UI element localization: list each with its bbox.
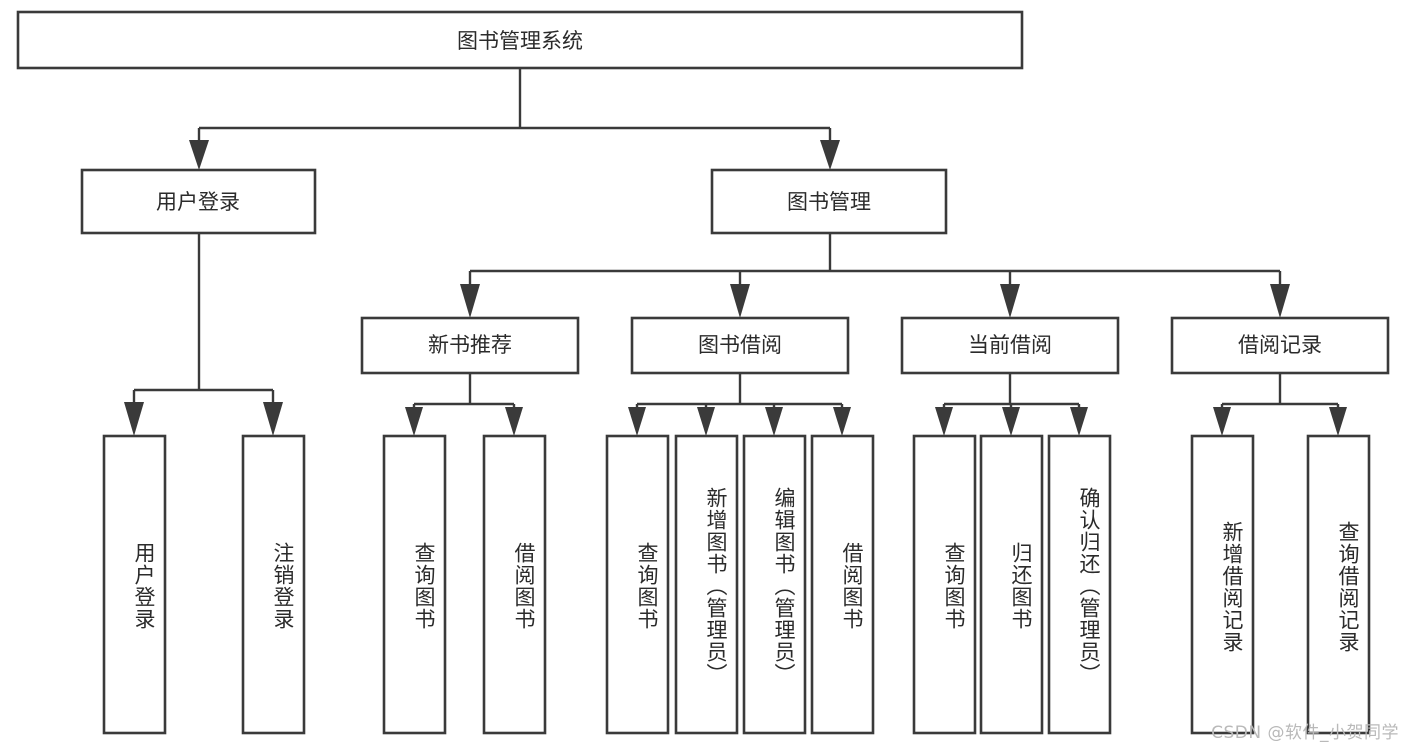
arrowhead-book-borrow — [730, 284, 750, 318]
arrowhead-user-login — [189, 140, 209, 170]
arrowhead-cb-query — [935, 407, 953, 436]
leaf-br-query-box[interactable] — [1306, 434, 1371, 735]
arrowhead-leaf-user-login — [124, 402, 144, 436]
csdn-watermark: CSDN @软件_小贺同学 — [1211, 723, 1399, 743]
node-new-book[interactable]: 新书推荐 — [360, 316, 580, 375]
node-new-book-box[interactable] — [360, 316, 580, 375]
node-current-borrow[interactable]: 当前借阅 — [900, 316, 1120, 375]
node-root[interactable]: 图书管理系统 — [16, 10, 1024, 70]
arrowhead-nb-query — [405, 407, 423, 436]
node-root-label: 图书管理系统 — [457, 29, 583, 53]
arrowhead-bb-add — [697, 407, 715, 436]
node-book-manage-box[interactable] — [710, 168, 948, 235]
leaf-bb-query-box[interactable] — [605, 434, 670, 735]
leaf-cb-query-box[interactable] — [912, 434, 977, 735]
arrowhead-cb-confirm — [1070, 407, 1088, 436]
node-book-borrow-label: 图书借阅 — [698, 333, 782, 357]
arrowhead-nb-borrow — [505, 407, 523, 436]
arrowhead-br-add — [1213, 407, 1231, 436]
leaf-logout-box[interactable] — [241, 434, 306, 735]
arrowhead-new-book — [460, 284, 480, 318]
node-borrow-record-box[interactable] — [1170, 316, 1390, 375]
leaf-nb-borrow-box[interactable] — [482, 434, 547, 735]
node-user-login-box[interactable] — [80, 168, 317, 235]
arrowhead-br-query — [1329, 407, 1347, 436]
node-root-box[interactable] — [16, 10, 1024, 70]
arrowhead-bb-edit — [765, 407, 783, 436]
arrowhead-bb-query — [628, 407, 646, 436]
leaf-boxes — [102, 434, 1371, 735]
node-current-borrow-label: 当前借阅 — [968, 333, 1052, 357]
leaf-nb-query-box[interactable] — [382, 434, 447, 735]
node-new-book-label: 新书推荐 — [428, 333, 512, 357]
node-user-login[interactable]: 用户登录 — [80, 168, 317, 235]
arrowhead-cb-return — [1002, 407, 1020, 436]
leaf-cb-confirm-box[interactable] — [1047, 434, 1112, 735]
leaf-bb-borrow-box[interactable] — [810, 434, 875, 735]
node-book-manage[interactable]: 图书管理 — [710, 168, 948, 235]
leaf-bb-add-box[interactable] — [674, 434, 739, 735]
leaf-bb-edit-box[interactable] — [742, 434, 807, 735]
arrowhead-leaf-logout — [263, 402, 283, 436]
arrowhead-book-manage — [820, 140, 840, 170]
leaf-br-add-box[interactable] — [1190, 434, 1255, 735]
node-user-login-label: 用户登录 — [156, 190, 240, 214]
node-borrow-record-label: 借阅记录 — [1238, 333, 1322, 357]
leaf-cb-return-box[interactable] — [979, 434, 1044, 735]
connectors — [124, 68, 1347, 436]
node-current-borrow-box[interactable] — [900, 316, 1120, 375]
node-book-borrow-box[interactable] — [630, 316, 850, 375]
node-borrow-record[interactable]: 借阅记录 — [1170, 316, 1390, 375]
arrowhead-current-borrow — [1000, 284, 1020, 318]
node-book-borrow[interactable]: 图书借阅 — [630, 316, 850, 375]
arrowhead-bb-borrow — [833, 407, 851, 436]
arrowhead-borrow-record — [1270, 284, 1290, 318]
leaf-user-login-box[interactable] — [102, 434, 167, 735]
node-book-manage-label: 图书管理 — [787, 190, 871, 214]
